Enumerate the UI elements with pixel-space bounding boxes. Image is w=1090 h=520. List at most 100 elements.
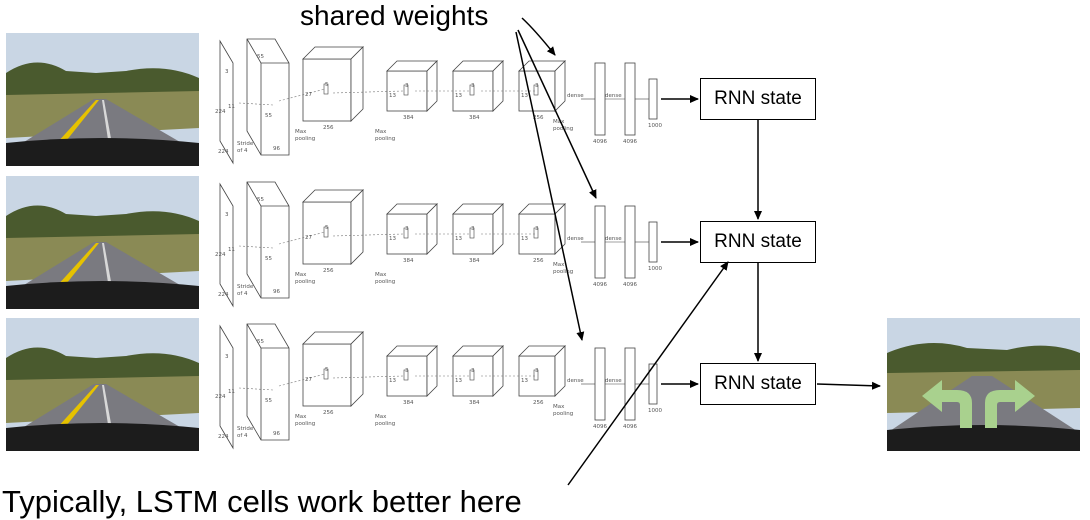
pool-label-3: Max [553, 119, 565, 125]
conv5-layer-side [554, 203, 566, 255]
pool-label-2b: pooling [375, 279, 395, 285]
conv4-channels: 384 [469, 115, 480, 121]
connector-1 [238, 387, 274, 391]
arrow-shared-weights-1 [521, 17, 556, 56]
conv1-layer [246, 323, 290, 441]
conv1-edge2 [246, 38, 262, 64]
output-road-frame [887, 318, 1080, 451]
conv2-kernel: 5 [325, 225, 329, 231]
input-layer [219, 182, 234, 308]
conv1-channels: 96 [273, 431, 280, 437]
conv4-size: 13 [455, 93, 462, 99]
conv5-kernel: 3 [535, 226, 539, 232]
dense-label-1: dense [567, 236, 584, 242]
conv1-edge2 [246, 323, 262, 349]
pool-label-1: Max [295, 272, 307, 278]
conv1-channels: 96 [273, 146, 280, 152]
conv5-channels: 256 [533, 258, 544, 264]
input-dim-width: 224 [218, 149, 229, 155]
dense-label-1: dense [567, 93, 584, 99]
pool-label-2b: pooling [375, 421, 395, 427]
pool-label-2: Max [375, 272, 387, 278]
road-frame-2 [6, 176, 199, 309]
pool-label-3: Max [553, 404, 565, 410]
shared-weights-label: shared weights [300, 0, 489, 31]
conv2-size: 27 [305, 377, 312, 383]
dense-size-3: 1000 [648, 123, 662, 129]
conv5-size: 13 [521, 93, 528, 99]
pool-label-2b: pooling [375, 136, 395, 142]
conv4-size: 13 [455, 378, 462, 384]
conv2-size: 27 [305, 235, 312, 241]
conv3-layer-side [426, 60, 438, 112]
conv4-layer-side [492, 203, 504, 255]
conv4-channels: 384 [469, 400, 480, 406]
conv2-size: 27 [305, 92, 312, 98]
pool-label-3b: pooling [553, 126, 573, 132]
input-layer [219, 39, 234, 165]
pool-label-2: Max [375, 414, 387, 420]
conv5-kernel-box [533, 84, 539, 96]
conv2-channels: 256 [323, 410, 334, 416]
conv2-kernel-box [323, 83, 329, 95]
dense-size-2: 4096 [623, 282, 637, 288]
rnn-state-box-2: RNN state [700, 221, 816, 263]
conv2-layer-side [350, 189, 364, 265]
conv2-layer-front [302, 58, 352, 122]
pool-label-3: Max [553, 262, 565, 268]
input-dim-width: 224 [218, 434, 229, 440]
input-dim-width: 224 [218, 292, 229, 298]
input-channels: 3 [225, 212, 229, 218]
arrow-lstm-note [567, 261, 729, 486]
arrow-rnn-to-output [816, 381, 881, 390]
kernel-size: 11 [228, 104, 235, 110]
conv4-kernel-box [469, 227, 475, 239]
pool-label-3b: pooling [553, 411, 573, 417]
conv5-channels: 256 [533, 400, 544, 406]
conv3-size: 13 [389, 93, 396, 99]
conv1-layer [246, 38, 290, 156]
conv1-size: 55 [265, 398, 272, 404]
conv4-kernel-box [469, 369, 475, 381]
pool-label-1: Max [295, 414, 307, 420]
stride-label-2: of 4 [237, 291, 248, 297]
conv2-kernel-box [323, 226, 329, 238]
stride-label: Stride [237, 141, 254, 147]
pool-label-2: Max [375, 129, 387, 135]
input-dim-height: 224 [215, 394, 226, 400]
conv4-kernel: 3 [471, 368, 475, 374]
conv1-edge2 [246, 181, 262, 207]
conv3-kernel-box [403, 227, 409, 239]
road-frame-1 [6, 33, 199, 166]
kernel-size: 11 [228, 389, 235, 395]
conv4-layer-side [492, 60, 504, 112]
arrow-shared-weights-2 [517, 29, 597, 199]
lstm-note-label: Typically, LSTM cells work better here [2, 484, 522, 519]
dense-size-3: 1000 [648, 266, 662, 272]
dense-size-2: 4096 [623, 424, 637, 430]
conv5-layer-side [554, 345, 566, 397]
pool-label-3b: pooling [553, 269, 573, 275]
conv3-kernel: 3 [405, 226, 409, 232]
conv2-channels: 256 [323, 125, 334, 131]
conv1-size: 55 [265, 256, 272, 262]
conv2-channels: 256 [323, 268, 334, 274]
dense-label-1: dense [567, 378, 584, 384]
conv5-kernel-box [533, 369, 539, 381]
conv3-size: 13 [389, 378, 396, 384]
conv3-kernel-box [403, 84, 409, 96]
input-channels: 3 [225, 69, 229, 75]
conv4-size: 13 [455, 236, 462, 242]
conv1-channels: 96 [273, 289, 280, 295]
conv2-kernel: 5 [325, 367, 329, 373]
dense-size-1: 4096 [593, 424, 607, 430]
conv4-kernel-box [469, 84, 475, 96]
dense-label-2: dense [605, 93, 622, 99]
rnn-state-box-3: RNN state [700, 363, 816, 405]
